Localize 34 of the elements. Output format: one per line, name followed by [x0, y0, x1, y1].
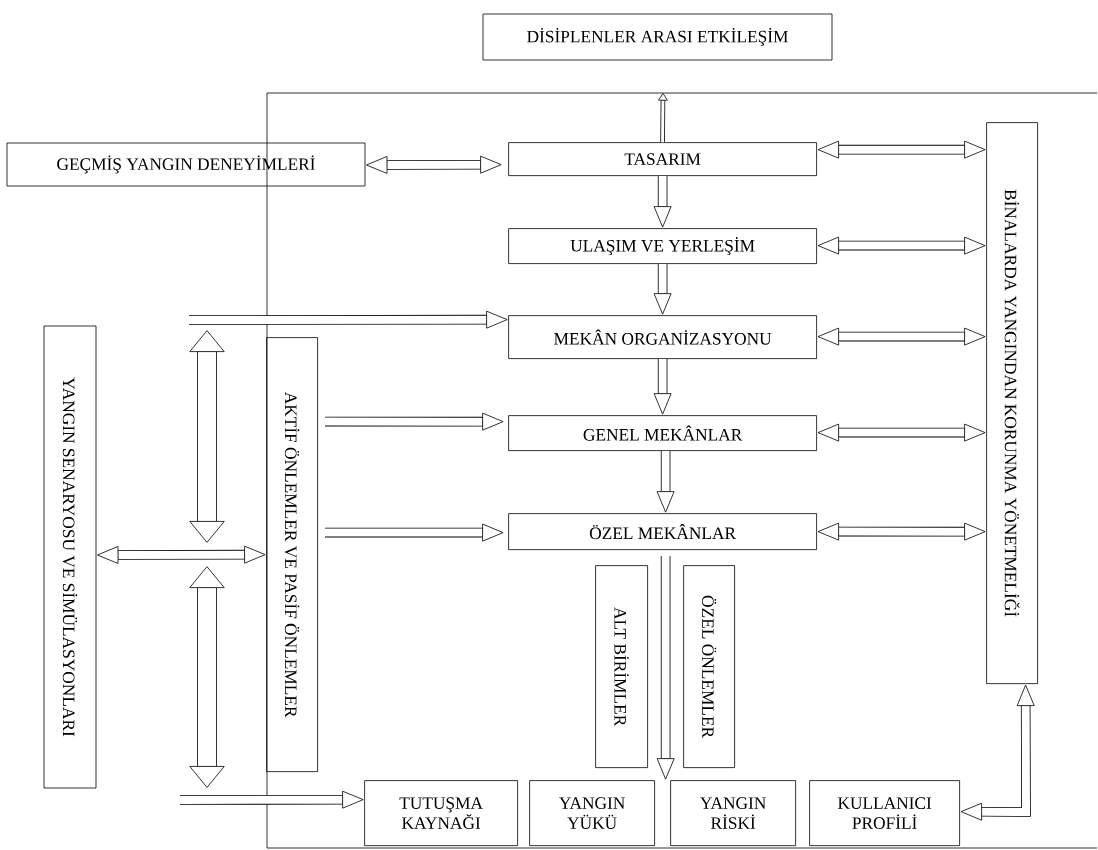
text-box: GEÇMİŞ YANGIN DENEYİMLERİ	[6, 142, 366, 187]
text-box: YANGIN YÜKÜ	[529, 780, 655, 847]
arrow	[817, 140, 986, 159]
arrow	[325, 523, 504, 542]
text-box: ULAŞIM VE YERLEŞİM	[508, 228, 817, 264]
arrow	[653, 359, 672, 415]
vertical-box: ALT BİRİMLER	[595, 565, 648, 768]
arrow	[817, 327, 986, 346]
arrow	[366, 155, 502, 174]
vertical-box: ÖZEL ÖNLEMLER	[683, 565, 735, 768]
text-box: TUTUŞMA KAYNAĞI	[364, 780, 518, 847]
vertical-box: BİNALARDA YANGINDAN KORUNMA YÖNETMELİĞİ	[986, 122, 1038, 685]
text-box: GENEL MEKÂNLAR	[508, 415, 817, 451]
arrow	[653, 264, 672, 315]
arrow	[656, 451, 675, 513]
arrow	[658, 92, 668, 143]
arrow	[960, 684, 1035, 821]
text-box: TASARIM	[508, 142, 817, 176]
vertical-box: AKTİF ÖNLEMLER VE PASİF ÖNLEMLER	[266, 337, 318, 772]
text-box: ÖZEL MEKÂNLAR	[508, 513, 817, 550]
arrow	[656, 556, 675, 780]
text-box: YANGIN RİSKİ	[670, 780, 796, 847]
arrow	[325, 412, 504, 431]
arrow	[189, 310, 508, 329]
arrow	[817, 423, 986, 442]
arrow	[817, 236, 986, 255]
arrow	[97, 545, 266, 564]
arrow	[180, 790, 364, 809]
arrow	[653, 176, 672, 228]
text-box: DİSİPLENLER ARASI ETKİLEŞİM	[482, 13, 833, 61]
vertical-box: YANGIN SENARYOSU VE SİMÜLASYONLARI	[43, 325, 97, 789]
arrow	[817, 522, 986, 541]
text-box: MEKÂN ORGANİZASYONU	[508, 315, 817, 359]
text-box: KULLANICI PROFİLİ	[809, 780, 960, 847]
